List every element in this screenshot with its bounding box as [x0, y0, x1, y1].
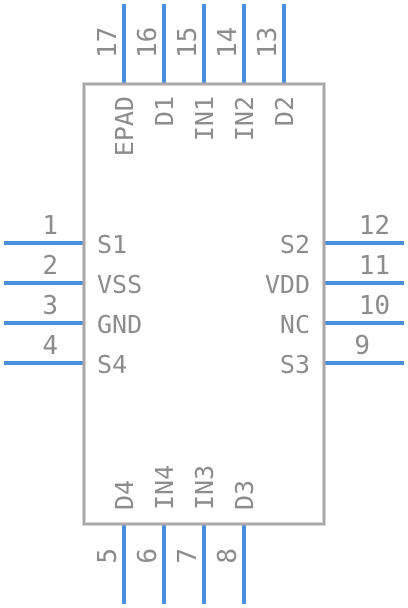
pin-name-in1: IN1 — [190, 96, 219, 141]
pin-name-vdd: VDD — [265, 270, 310, 299]
pin-name-d3: D3 — [230, 480, 259, 510]
pin-name-s3: S3 — [280, 350, 310, 379]
pin-name-vss: VSS — [97, 270, 142, 299]
pin-number-14: 14 — [213, 27, 243, 58]
pin-name-gnd: GND — [97, 310, 142, 339]
ic-body — [82, 82, 326, 526]
pin-name-in4: IN4 — [150, 465, 179, 510]
pin-name-s1: S1 — [97, 230, 127, 259]
pin-number-17: 17 — [93, 27, 123, 58]
pin-name-d1: D1 — [150, 96, 179, 126]
pin-number-7: 7 — [173, 548, 203, 564]
pin-number-15: 15 — [173, 27, 203, 58]
pin-number-16: 16 — [133, 27, 163, 58]
pin-name-d2: D2 — [270, 96, 299, 126]
pin-number-12: 12 — [359, 211, 390, 241]
pin-number-4: 4 — [42, 331, 58, 361]
pin-number-13: 13 — [253, 27, 283, 58]
pin-number-9: 9 — [354, 331, 370, 361]
pin-number-2: 2 — [42, 251, 58, 281]
pin-number-11: 11 — [359, 251, 390, 281]
pin-name-in2: IN2 — [230, 96, 259, 141]
pin-name-d4: D4 — [110, 480, 139, 510]
pin-number-10: 10 — [359, 291, 390, 321]
pin-number-1: 1 — [42, 211, 58, 241]
pin-number-8: 8 — [213, 548, 243, 564]
pin-name-s2: S2 — [280, 230, 310, 259]
pin-name-s4: S4 — [97, 350, 127, 379]
pin-name-in3: IN3 — [190, 465, 219, 510]
pin-number-6: 6 — [133, 548, 163, 564]
pin-name-epad: EPAD — [110, 96, 139, 156]
pin-number-5: 5 — [93, 548, 123, 564]
pin-name-nc: NC — [280, 310, 310, 339]
pin-number-3: 3 — [42, 291, 58, 321]
